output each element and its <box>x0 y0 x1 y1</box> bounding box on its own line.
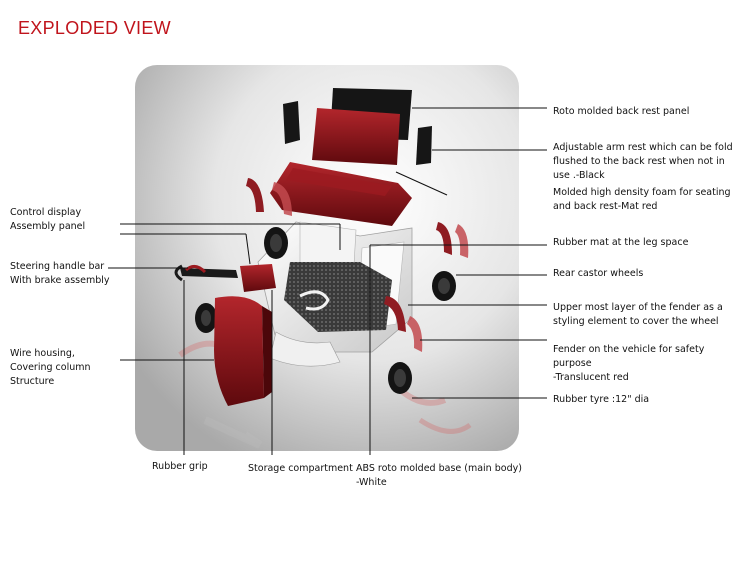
label-storage: Storage compartment <box>248 463 353 474</box>
label-rubber-grip: Rubber grip <box>152 461 208 472</box>
label-castor-wheels: Rear castor wheels <box>553 268 644 279</box>
leader-lines <box>108 107 547 455</box>
back-rest-red-panel <box>312 108 400 165</box>
rubber-mat <box>284 262 392 332</box>
label-fender: Fender on the vehicle for safety purpose… <box>553 344 705 383</box>
storage-compartment <box>269 331 341 367</box>
label-abs-base: ABS roto molded base (main body) -White <box>356 463 522 488</box>
label-control-display: Control display Assembly panel <box>10 207 86 232</box>
fender-top-left <box>246 178 264 212</box>
arm-rest-right <box>416 126 432 165</box>
label-foam: Molded high density foam for seating and… <box>553 187 731 212</box>
label-steering: Steering handle bar With brake assembly <box>10 261 110 286</box>
label-fender-top: Upper most layer of the fender as a styl… <box>553 302 723 327</box>
steering-bar-shape <box>299 290 330 311</box>
rubber-grip <box>240 264 276 292</box>
steering-handle-bar <box>180 268 238 278</box>
arm-rest-left <box>283 101 300 144</box>
label-wire-housing: Wire housing, Covering column Structure <box>10 348 91 387</box>
label-arm-rest: Adjustable arm rest which can be fold fl… <box>553 142 733 181</box>
label-rubber-tyre: Rubber tyre :12" dia <box>553 394 650 405</box>
wire-housing-column <box>214 296 264 406</box>
page-title: EXPLODED VIEW <box>18 18 171 38</box>
label-back-rest-panel: Roto molded back rest panel <box>553 106 690 117</box>
label-rubber-mat: Rubber mat at the leg space <box>553 237 689 248</box>
